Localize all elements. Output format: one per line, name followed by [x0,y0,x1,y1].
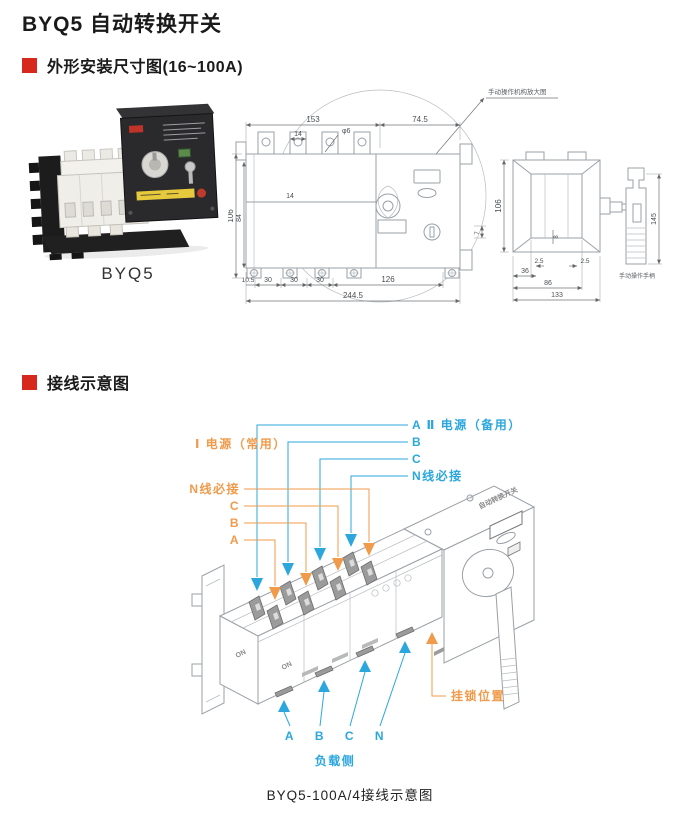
blue-arrow-icon [314,548,326,561]
dim-label: 86 [544,280,552,287]
dim-label: 30 [264,277,272,284]
dim-label: φ6 [342,128,351,135]
blue-arrow-icon [399,641,411,653]
padlock-slot [434,647,444,656]
dim-label: 106 [494,199,503,213]
dim-label: 145 [651,213,658,225]
blue-arrow-icon [278,700,290,712]
blue-arrow-icon [359,660,371,672]
controller-box: 自动转换开关 [402,485,536,710]
orange-arrow-icon [332,558,344,571]
orange-arrow-icon [300,573,312,586]
load-terminals [274,626,415,698]
product-photo [28,100,228,262]
dim-label: 74.5 [412,115,428,124]
ats-device-photo [28,103,219,261]
mounting-plate [191,564,225,715]
dim-label: 106 [228,209,235,223]
on-label: ON [235,649,248,660]
backup-source-label: B [412,435,422,449]
section-wiring-heading: 接线示意图 [22,370,130,394]
wiring-diagram: 自动转换开关 [189,417,536,768]
mounting-feet [246,267,460,279]
page-title: BYQ5 自动转换开关 [22,13,223,36]
orange-arrow-icon [363,543,375,556]
dimension-drawing: 手动操作机构放大图 [228,87,662,304]
load-phase-label: N [375,729,385,743]
padlock-position: 挂锁位置 [426,632,505,703]
dim-label: 2.5 [580,258,589,265]
orange-arrow-icon [426,632,438,644]
dim-label: 14 [294,131,302,138]
blue-arrow-icon [282,563,294,576]
front-view: 153 74.5 14 φ6 106 84 14 10.5 [228,115,486,304]
manual-handle [495,586,520,710]
green-indicator [177,148,192,158]
load-side-leaders: A B C N 负载侧 [278,641,411,768]
brand-logo [128,125,144,133]
product-photo-image [28,103,219,261]
load-phase-label: B [315,729,325,743]
normal-source-leaders: Ⅰ 电源（常用） N线必接 C B A [189,436,375,600]
backup-source-label: C [412,452,422,466]
dim-label: 153 [306,115,320,124]
dim-label: 244.5 [343,291,364,300]
red-square-bullet-icon [22,374,37,390]
blue-arrow-icon [345,534,357,547]
dim-label: 30 [316,277,324,284]
backup-source-terminals [248,551,360,621]
red-button [197,188,207,198]
vent-slot [332,652,348,663]
dim-label: 84 [236,214,243,222]
padlock-note: 挂锁位置 [451,688,505,703]
breaker-body: ON ON [218,528,444,705]
normal-source-label: N线必接 [189,481,240,496]
load-phase-label: A [285,729,295,743]
blue-arrow-icon [318,680,330,692]
detail-note: 手动操作机构放大图 [488,87,547,96]
vent-slot [302,666,318,677]
key [184,161,196,173]
dim-label: 126 [381,275,395,284]
load-phase-label: C [345,729,355,743]
dim-label: 7 [475,231,481,235]
orange-arrow-icon [269,587,281,600]
dim-label: 2.5 [534,258,543,265]
normal-source-label: A [230,533,240,547]
backup-source-label: A Ⅱ 电源（备用） [412,417,522,432]
control-button [507,541,521,557]
backup-source-label: N线必接 [412,468,463,483]
load-side-caption: 负载侧 [315,753,356,768]
dim-label: 8 [554,235,560,239]
display-window [489,510,523,540]
yellow-label-strip [136,188,195,201]
normal-source-label: C [230,499,240,513]
normal-source-label: B [230,516,240,530]
normal-source-title: Ⅰ 电源（常用） [195,436,287,451]
red-square-bullet-icon [22,57,37,73]
handle-view: 145 手动操作手柄 [619,167,662,280]
blue-arrow-icon [251,578,263,591]
backup-source-leaders: A Ⅱ 电源（备用） B C N线必接 [251,417,522,591]
vent-slot [362,638,378,649]
section-dimensions-heading: 外形安装尺寸图(16~100A) [22,53,243,77]
side-view: 8 106 2.5 2.5 36 86 133 [494,151,629,302]
dim-label: 36 [521,268,529,275]
section-dimensions-label: 外形安装尺寸图(16~100A) [47,59,244,76]
figure-caption: BYQ5-100A/4接线示意图 [266,788,434,803]
product-caption: BYQ5 [101,264,155,283]
section-wiring-label: 接线示意图 [47,376,130,393]
dim-label: 10.5 [242,277,255,284]
dim-label: 30 [290,277,298,284]
dim-label: 133 [551,292,563,299]
normal-source-terminals [266,560,378,630]
handle-caption: 手动操作手柄 [619,272,655,280]
on-label: ON [281,661,294,672]
dim-label: 14 [286,193,294,200]
